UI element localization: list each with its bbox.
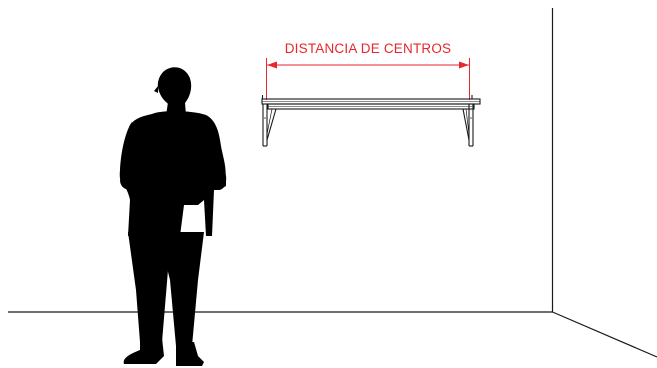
wall-shelf-icon [261,95,481,147]
dimension-annotation: DISTANCIA DE CENTROS [266,41,470,100]
floor-perspective-line [552,311,657,358]
dimension-arrow-left-icon [267,61,277,69]
dimension-label: DISTANCIA DE CENTROS [285,41,452,56]
room-outline [8,8,657,358]
dimension-arrow-right-icon [459,61,469,69]
person-silhouette-icon [119,67,227,366]
